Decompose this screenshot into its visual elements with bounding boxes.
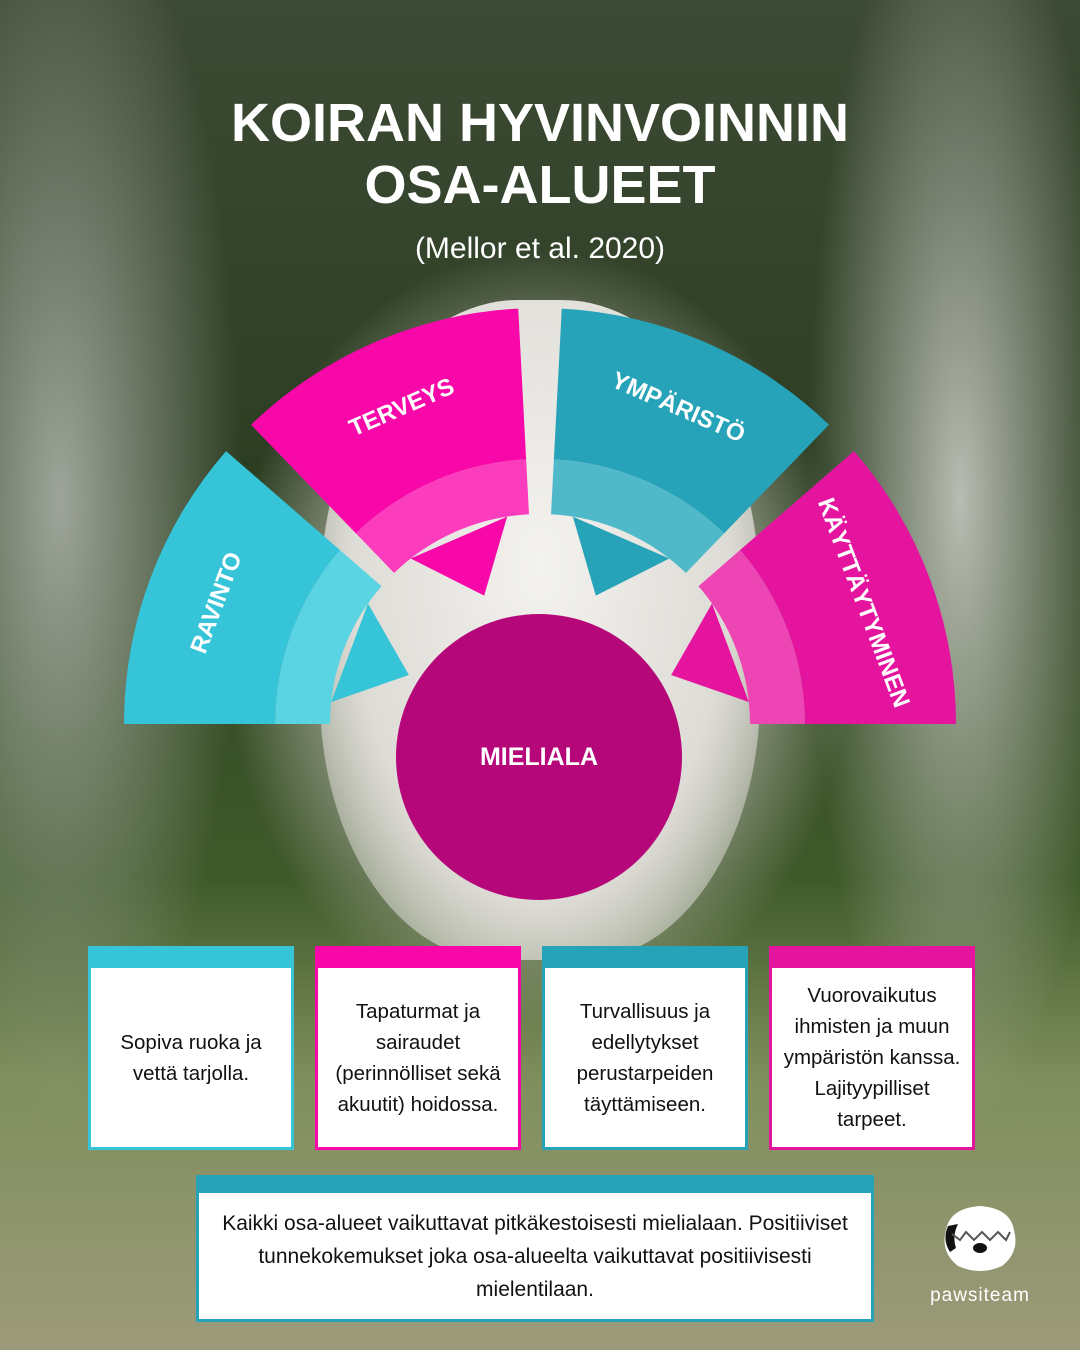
box-text: Turvallisuus ja edellytykset perustarpei…	[576, 999, 714, 1116]
title-line-1: KOIRAN HYVINVOINNIN	[230, 93, 850, 153]
logo-wordmark: pawsiteam	[930, 1285, 1030, 1306]
segment-arrow-pointer	[331, 603, 409, 703]
info-box-kayttaytyminen: Vuorovaikutus ihmisten ja muun ympäristö…	[769, 946, 975, 1150]
summary-header-bar	[199, 1175, 871, 1193]
info-box-terveys: Tapaturmat ja sairaudet (perinnölliset s…	[315, 946, 521, 1150]
segment-arrow-pointer	[572, 516, 670, 596]
segment-ravinto	[124, 451, 409, 724]
segment-inner-band	[355, 459, 530, 573]
segment-kayttaytyminen	[671, 451, 956, 724]
segment-inner-band	[550, 459, 725, 573]
center-label: MIELIALA	[479, 742, 599, 771]
pawsiteam-logo: pawsiteam	[920, 1200, 1040, 1307]
box-header-bar	[318, 949, 518, 968]
segment-outer-band	[251, 308, 527, 534]
segment-inner-band	[698, 550, 805, 724]
box-text: Tapaturmat ja sairaudet (perinnölliset s…	[335, 999, 501, 1116]
segment-outer-band	[124, 451, 341, 724]
segment-arrow-pointer	[671, 603, 749, 703]
box-header-bar	[772, 949, 972, 968]
summary-box: Kaikki osa-alueet vaikuttavat pitkäkesto…	[196, 1175, 874, 1322]
center-circle-mieliala: MIELIALA	[396, 614, 682, 900]
box-text: Vuorovaikutus ihmisten ja muun ympäristö…	[783, 984, 961, 1131]
segment-inner-band	[275, 550, 382, 724]
subtitle: (Mellor et al. 2020)	[414, 232, 666, 265]
title-line-2: OSA-ALUEET	[364, 155, 716, 215]
box-text: Sopiva ruoka ja vettä tarjolla.	[120, 1030, 262, 1085]
info-box-ymparisto: Turvallisuus ja edellytykset perustarpei…	[542, 946, 748, 1150]
info-box-ravinto: Sopiva ruoka ja vettä tarjolla.	[88, 946, 294, 1150]
box-header-bar	[545, 949, 745, 968]
page-title: KOIRAN HYVINVOINNIN OSA-ALUEET	[0, 92, 1080, 216]
dog-head-logo-icon	[944, 1206, 1016, 1271]
segment-terveys	[251, 308, 530, 596]
segment-outer-band	[739, 451, 956, 724]
box-header-bar	[91, 949, 291, 968]
segment-outer-band	[553, 308, 829, 534]
segment-arrow-pointer	[410, 516, 508, 596]
summary-text: Kaikki osa-alueet vaikuttavat pitkäkesto…	[222, 1211, 848, 1301]
segment-ymparisto	[550, 308, 829, 596]
